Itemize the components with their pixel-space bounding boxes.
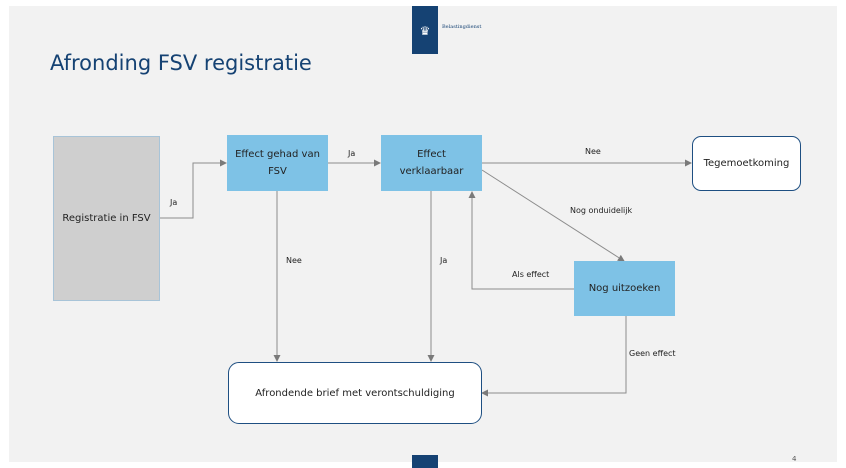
edge-registratie-to-effect xyxy=(160,159,227,219)
edge-label-ja-1: Ja xyxy=(170,198,178,207)
page-number: 4 xyxy=(792,455,797,463)
node-label: Effect verklaarbaar xyxy=(399,149,464,177)
node-label: Registratie in FSV xyxy=(62,213,151,224)
footer-ribbon xyxy=(412,455,438,468)
crest-icon: ♛ xyxy=(419,24,431,38)
logo-ribbon xyxy=(412,6,438,54)
edge-label-ja-3: Ja xyxy=(440,256,448,265)
node-effect-verklaarbaar: Effect verklaarbaar xyxy=(381,135,482,191)
edge-label-als-effect: Als effect xyxy=(512,270,550,279)
logo-text: Belastingdienst xyxy=(442,24,482,30)
edge-label-nog-onduidelijk: Nog onduidelijk xyxy=(570,206,633,215)
edge-label-nee-2: Nee xyxy=(286,256,302,265)
edge-label-nee-1: Nee xyxy=(585,147,601,156)
edge-label-ja-2: Ja xyxy=(348,149,356,158)
node-label: Effect gehad van FSV xyxy=(235,149,320,177)
node-label: Tegemoetkoming xyxy=(703,158,790,169)
node-label: Afrondende brief met verontschuldiging xyxy=(255,387,455,399)
edge-uitzoeken-to-brief xyxy=(481,316,627,397)
edge-label-geen-effect: Geen effect xyxy=(629,349,676,358)
node-effect-gehad-van-fsv: Effect gehad van FSV xyxy=(227,135,328,191)
node-registratie-in-fsv: Registratie in FSV xyxy=(53,136,160,301)
edge-verklaarbaar-to-uitzoeken xyxy=(481,169,625,262)
slide-title: Afronding FSV registratie xyxy=(50,51,312,75)
node-nog-uitzoeken: Nog uitzoeken xyxy=(574,261,675,316)
node-afrondende-brief: Afrondende brief met verontschuldiging xyxy=(228,362,482,424)
node-label: Nog uitzoeken xyxy=(588,283,661,294)
node-tegemoetkoming: Tegemoetkoming xyxy=(692,136,801,191)
edge-uitzoeken-to-verklaarbaar xyxy=(468,191,574,290)
